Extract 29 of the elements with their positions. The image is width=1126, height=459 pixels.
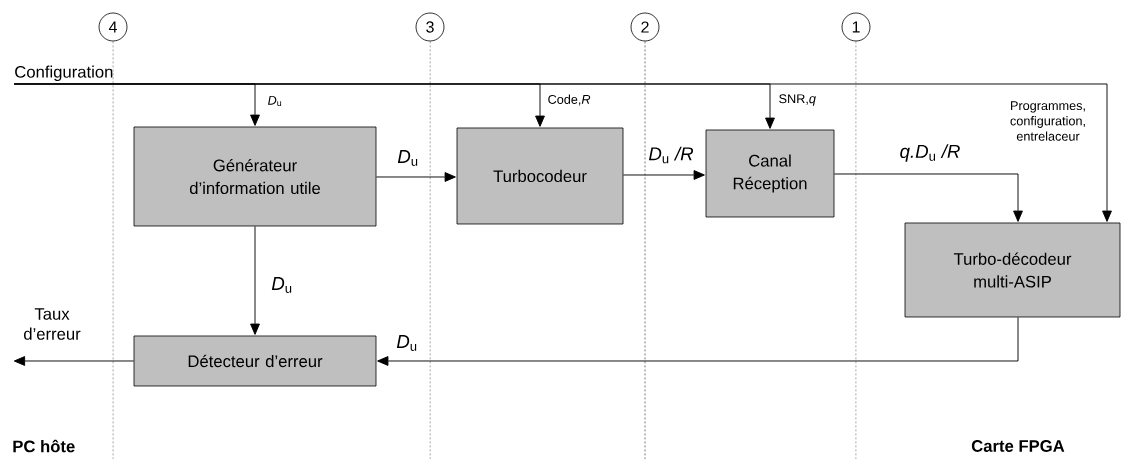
process-box: Turbo-décodeur multi-ASIP: [904, 222, 1121, 318]
edge-label: D$_{u}$: [266, 94, 284, 108]
circled-number: 1: [841, 12, 871, 42]
edge-label: D$_{u}$: [269, 275, 295, 295]
process-box: Générateur d’information utile: [133, 126, 377, 227]
edge-label: D$_{u}$ /R: [647, 145, 695, 165]
process-box: Détecteur d’erreur: [133, 335, 377, 387]
circled-number: 2: [630, 12, 660, 42]
edge-label: Code,R: [546, 93, 592, 107]
edge-label: D$_{u}$: [395, 148, 421, 168]
arrow: [833, 173, 1023, 222]
arrow: [622, 170, 705, 180]
circled-number: 4: [98, 12, 128, 42]
arrow: [13, 83, 1112, 222]
arrow: [13, 356, 135, 366]
arrow: [375, 172, 456, 182]
arrow: [250, 225, 260, 335]
output-label: Taux d’erreur: [24, 308, 81, 340]
circled-number: 3: [415, 12, 445, 42]
bus-label: Configuration: [15, 65, 113, 82]
process-box: Canal Réception: [705, 129, 835, 218]
arrow: [377, 316, 1019, 366]
section-label: Carte FPGA: [971, 440, 1065, 452]
edge-label: SNR,q: [777, 92, 818, 108]
edge-label: D$_{u}$: [394, 333, 420, 353]
edge-label: Programmes, configuration, entrelaceur: [994, 99, 1102, 143]
edge-label: q.D$_{u}$ /R: [898, 142, 962, 164]
section-label: PC hôte: [13, 439, 75, 453]
process-box: Turbocodeur: [456, 127, 624, 225]
